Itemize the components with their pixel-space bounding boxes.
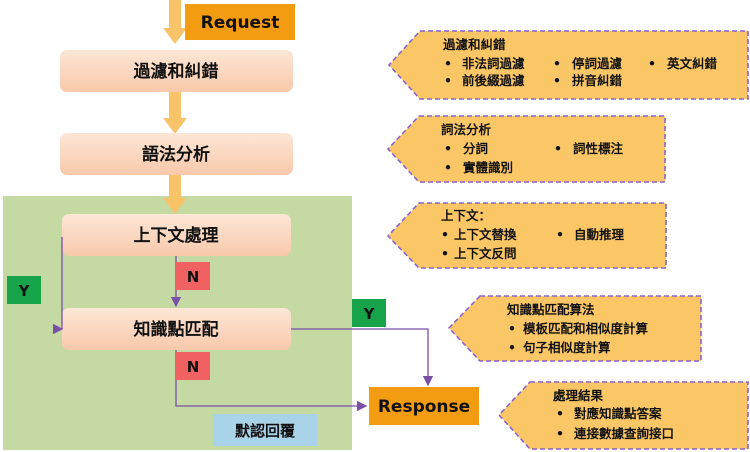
callout-syntax-bullet-2: • <box>554 141 562 156</box>
label-n-2: N <box>187 358 200 376</box>
callout-context-item-3: 上下文反問 <box>454 246 517 261</box>
callout-filter-bullet-3: • <box>648 56 656 71</box>
arrow-into-request <box>169 0 181 28</box>
callout-context-bullet-2: • <box>556 227 564 242</box>
callout-context: 上下文： • 上下文替換 • 自動推理 • 上下文反問 <box>386 202 667 269</box>
line-match-to-response-y <box>291 328 434 387</box>
callout-match-item-1: 模板匹配和相似度計算 <box>523 321 649 336</box>
callout-syntax: 詞法分析 • 分詞 • 詞性標注 • 實體識別 <box>386 115 666 183</box>
callout-filter-bullet-1: • <box>444 56 452 71</box>
arrow-head-2 <box>163 118 187 134</box>
match-node <box>62 308 291 350</box>
callout-context-item-2: 自動推理 <box>574 227 625 242</box>
callout-syntax-item-1: 分詞 <box>463 141 488 156</box>
response-label: Response <box>378 397 470 417</box>
callout-syntax-bullet-3: • <box>444 160 452 175</box>
callout-filter-title: 過濾和糾錯 <box>442 37 506 52</box>
callout-syntax-bullet-1: • <box>444 141 452 156</box>
label-y-right-box <box>352 299 386 327</box>
match-node-label: 知識點匹配 <box>133 319 219 340</box>
callout-filter-item-5: 拼音糾錯 <box>572 73 623 88</box>
callout-result-item-2: 連接數據查詢接口 <box>574 426 674 441</box>
arrow-head-1 <box>163 28 187 44</box>
callout-filter-bullet-5: • <box>553 73 561 88</box>
flow-arrows <box>163 0 187 214</box>
label-n-1-box <box>176 262 210 290</box>
context-node-label: 上下文處理 <box>134 225 219 246</box>
syntax-node-label: 語法分析 <box>142 144 210 165</box>
filter-node-label: 過濾和糾錯 <box>134 61 219 82</box>
default-reply-label: 默認回覆 <box>235 422 296 440</box>
callout-filter-item-4: 前後綴過濾 <box>462 73 525 88</box>
filter-node <box>60 50 293 92</box>
callout-result: 處理結果 • 對應知識點答案 • 連接數據查詢接口 <box>497 381 749 450</box>
callout-filter-bullet-4: • <box>444 73 452 88</box>
syntax-node <box>60 133 293 175</box>
callout-filter-bullet-2: • <box>553 56 561 71</box>
context-node <box>62 214 291 256</box>
callout-match-title: 知識點匹配算法 <box>506 302 595 317</box>
label-y-left-box <box>7 276 41 304</box>
callout-syntax-item-3: 實體識別 <box>463 160 513 175</box>
callout-filter: 過濾和糾錯 • 非法詞過濾 • 停詞過濾 • 英文糾錯 • 前後綴過濾 • 拼音… <box>387 30 749 100</box>
callout-result-title: 處理結果 <box>553 388 604 403</box>
default-reply-box <box>213 414 317 446</box>
response-box <box>369 387 479 425</box>
callout-context-item-1: 上下文替換 <box>454 227 517 242</box>
callout-context-bullet-1: • <box>441 227 449 242</box>
callout-result-item-1: 對應知識點答案 <box>574 406 662 421</box>
label-y-right: Y <box>363 305 376 323</box>
callout-context-title: 上下文： <box>441 208 491 223</box>
arrow-filter-syntax <box>169 92 181 118</box>
label-n-2-box <box>176 352 210 380</box>
callout-match-bullet-2: • <box>508 340 516 355</box>
callout-result-bullet-1: • <box>556 406 564 421</box>
callout-context-bullet-3: • <box>441 246 449 261</box>
label-n-1: N <box>187 268 200 286</box>
callout-syntax-item-2: 詞性標注 <box>573 141 624 156</box>
callout-filter-item-3: 英文糾錯 <box>667 56 718 71</box>
callout-syntax-title: 詞法分析 <box>441 122 492 137</box>
callout-result-bullet-2: • <box>556 426 564 441</box>
label-y-left: Y <box>18 282 31 300</box>
callout-filter-item-2: 停詞過濾 <box>572 56 623 71</box>
callout-match-item-2: 句子相似度計算 <box>523 340 611 355</box>
request-box <box>185 4 295 40</box>
arrow-syntax-context <box>169 174 181 200</box>
callout-filter-item-1: 非法詞過濾 <box>462 56 525 71</box>
callout-match-bullet-1: • <box>508 321 516 336</box>
arrow-head-3 <box>163 198 187 214</box>
request-label: Request <box>201 13 280 33</box>
callout-match: 知識點匹配算法 • 模板匹配和相似度計算 • 句子相似度計算 <box>447 295 702 362</box>
